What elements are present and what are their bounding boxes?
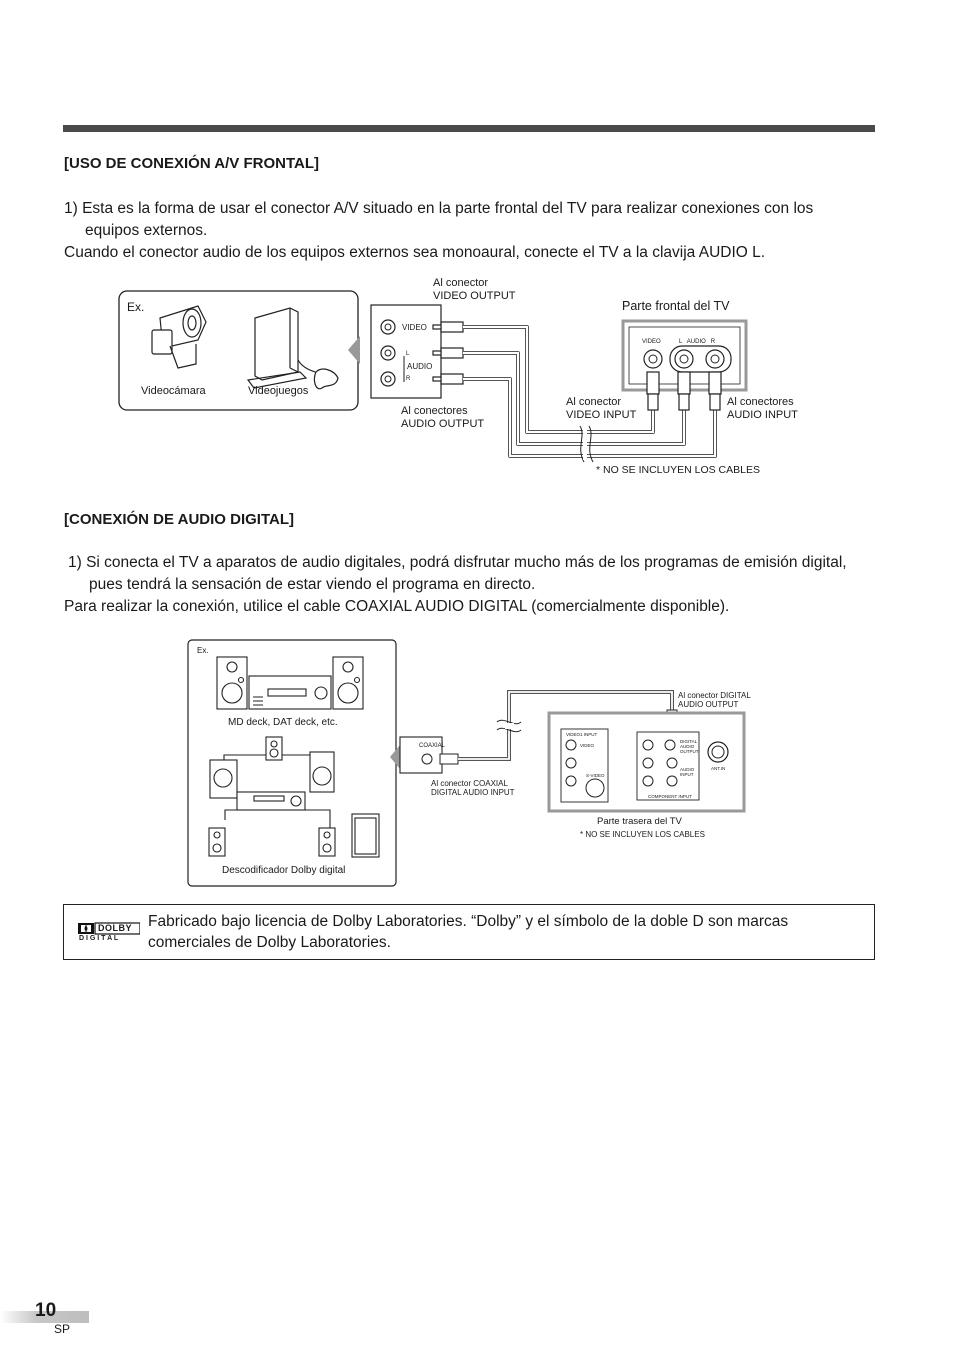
component-input-label: COMPONENT INPUT <box>648 794 692 799</box>
md-deck-icon <box>216 656 364 710</box>
section-heading-av-front: [USO DE CONEXIÓN A/V FRONTAL] <box>64 155 319 172</box>
svideo-label: S-VIDEO <box>586 773 605 778</box>
game-console-icon <box>246 307 339 390</box>
digital-output-label-1: Al conector DIGITAL <box>678 691 751 700</box>
games-label: Videojuegos <box>248 385 309 397</box>
section-heading-digital-audio: [CONEXIÓN DE AUDIO DIGITAL] <box>64 511 294 528</box>
rear-video-label: VIDEO <box>580 743 595 748</box>
md-deck-label: MD deck, DAT deck, etc. <box>228 717 338 728</box>
section2-text: 1) Si conecta el TV a aparatos de audio … <box>64 552 864 618</box>
l-label: L <box>406 351 410 357</box>
r-label: R <box>406 376 411 382</box>
audio-input-tv-label: AUDIO INPUT <box>680 767 695 777</box>
section1-note: Cuando el conector audio de los equipos … <box>64 244 766 261</box>
video-input-label-2: VIDEO INPUT <box>566 409 637 421</box>
dolby-logo-top: DOLBY <box>98 923 132 933</box>
digital-output-label-2: AUDIO OUTPUT <box>678 700 739 709</box>
header-rule <box>63 125 875 132</box>
decoder-system-icon <box>208 736 380 858</box>
camcorder-icon <box>151 305 207 369</box>
coax-input-label-1: Al conector COAXIAL <box>431 779 508 788</box>
tv-front-label: Parte frontal del TV <box>622 299 730 313</box>
video-output-label-2: VIDEO OUTPUT <box>433 290 516 302</box>
dolby-notice: DOLBY D I G I T A L Fabricado bajo licen… <box>63 904 875 960</box>
audio-input-label-1: Al conectores <box>727 396 794 408</box>
section1-text: 1) Esta es la forma de usar el conector … <box>64 198 864 264</box>
no-cables-note-2: * NO SE INCLUYEN LOS CABLES <box>580 830 705 839</box>
page-number: 10 <box>35 1300 57 1321</box>
tv-audio-label: L AUDIO R <box>679 339 716 345</box>
coaxial-label: COAXIAL <box>419 743 446 749</box>
decoder-label: Descodificador Dolby digital <box>222 865 346 876</box>
dolby-text: Fabricado bajo licencia de Dolby Laborat… <box>148 913 789 951</box>
section2-item1: 1) Si conecta el TV a aparatos de audio … <box>68 554 847 593</box>
audio-jack-label: AUDIO <box>407 362 433 371</box>
page-language: SP <box>54 1322 71 1336</box>
camcorder-label: Videocámara <box>141 385 206 397</box>
tv-video-label: VIDEO <box>642 339 661 345</box>
audio-input-label-2: AUDIO INPUT <box>727 409 798 421</box>
ex-label-1: Ex. <box>127 300 145 314</box>
no-cables-note-1: * NO SE INCLUYEN LOS CABLES <box>596 464 760 476</box>
video-output-label-1: Al conector <box>433 277 489 289</box>
section2-note: Para realizar la conexión, utilice el ca… <box>64 598 730 615</box>
section1-item1: 1) Esta es la forma de usar el conector … <box>64 200 814 239</box>
video-jack-label: VIDEO <box>402 323 427 332</box>
dolby-logo-icon: DOLBY D I G I T A L <box>78 922 140 944</box>
video1-input-label: VIDEO1 INPUT <box>566 732 598 737</box>
page-number-bar <box>0 1311 89 1323</box>
audio-output-label-1: Al conectores <box>401 405 468 417</box>
ex-label-2: Ex. <box>197 646 209 655</box>
coax-input-label-2: DIGITAL AUDIO INPUT <box>431 788 515 797</box>
tv-rear-label: Parte trasera del TV <box>597 816 682 827</box>
ant-in-label: ANT.IN <box>711 766 726 771</box>
digital-audio-output-tv-label: DIGITAL AUDIO OUTPUT <box>680 739 699 754</box>
video-input-label-1: Al conector <box>566 396 622 408</box>
audio-output-label-2: AUDIO OUTPUT <box>401 418 485 430</box>
dolby-logo-bottom: D I G I T A L <box>79 935 119 942</box>
